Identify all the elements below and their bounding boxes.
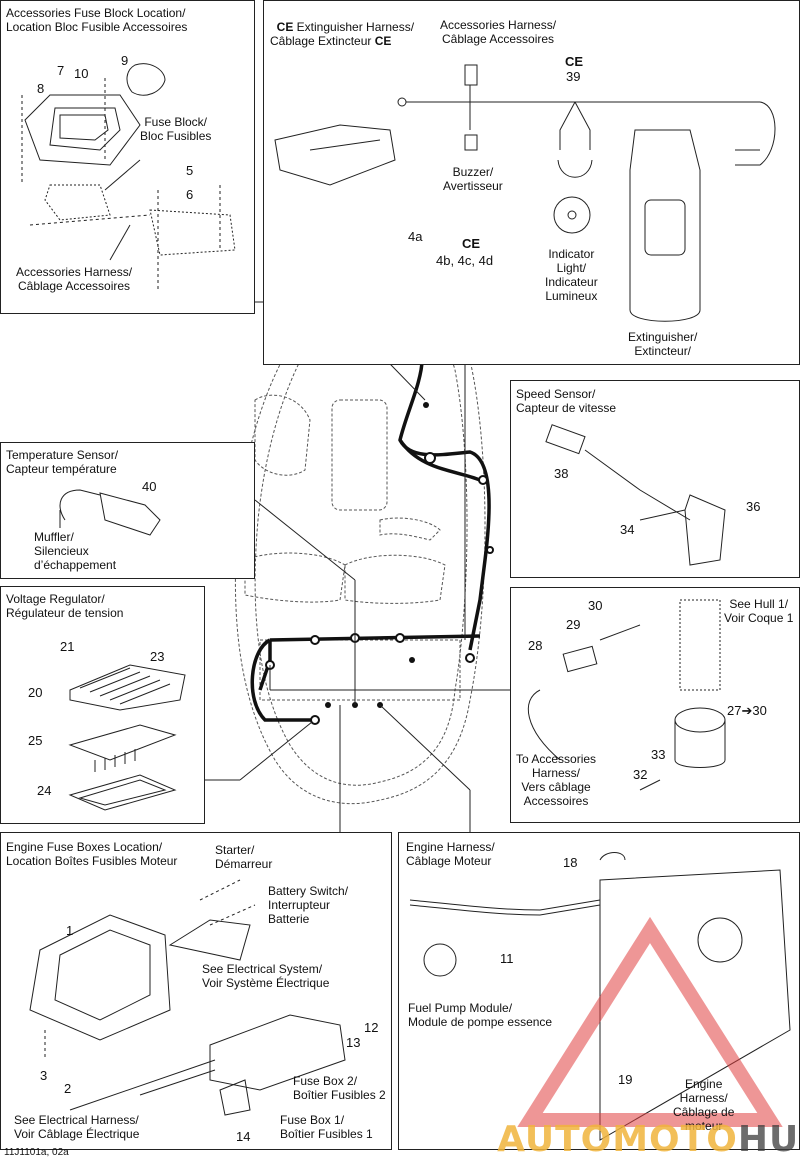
ce-accessories-harness-label: Accessories Harness/ Câblage Accessoires	[440, 18, 557, 46]
callout-7: 7	[57, 63, 65, 78]
callout-36: 36	[746, 499, 761, 514]
temperature-sensor-title: Temperature Sensor/ Capteur température	[6, 448, 119, 476]
hull-outline	[234, 278, 486, 805]
callout-10: 10	[74, 66, 89, 81]
indicator-light-label: Indicator Light/ Indicateur Lumineux	[545, 247, 598, 303]
fuse-block-label: Fuse Block/ Bloc Fusibles	[140, 115, 212, 143]
ce-mark-2: CE	[374, 34, 392, 48]
callout-28: 28	[528, 638, 543, 653]
callout-4a: 4a	[408, 229, 423, 244]
callout-6: 6	[186, 187, 194, 202]
panel-accessories-connector	[510, 587, 800, 823]
callout-13: 13	[346, 1035, 361, 1050]
callout-20: 20	[28, 685, 43, 700]
callout-40: 40	[142, 479, 157, 494]
panel-engine-harness	[398, 832, 800, 1150]
figure-code: 11J1101a, 02a	[4, 1147, 69, 1158]
engine-harness-title: Engine Harness/ Câblage Moteur	[406, 840, 495, 868]
watermark-part1: AUTOMOTO	[497, 1119, 738, 1160]
callout-1: 1	[66, 923, 74, 938]
callout-9: 9	[121, 53, 129, 68]
callout-30: 30	[588, 598, 603, 613]
callout-33: 33	[651, 747, 666, 762]
callout-12: 12	[364, 1020, 379, 1035]
ce-title-line1: Extinguisher Harness/	[293, 20, 415, 34]
harness-dots	[325, 402, 429, 708]
ce-tag-39: CE	[565, 54, 584, 69]
see-electrical-harness-label: See Electrical Harness/ Voir Câblage Éle…	[14, 1113, 140, 1141]
engine-harness-label: Engine Harness/ Câblage de moteur	[673, 1077, 735, 1133]
see-hull-label: See Hull 1/ Voir Coque 1	[724, 597, 794, 625]
voltage-regulator-title: Voltage Regulator/ Régulateur de tension	[6, 592, 124, 620]
watermark-logo: AUTOMOTOHUB	[470, 1078, 800, 1160]
callout-3: 3	[40, 1068, 48, 1083]
fuel-pump-label: Fuel Pump Module/ Module de pompe essenc…	[408, 1001, 553, 1029]
panel-ce-extinguisher	[263, 0, 800, 365]
buzzer-label: Buzzer/ Avertisseur	[443, 165, 503, 193]
callout-32: 32	[633, 767, 648, 782]
callout-19: 19	[618, 1072, 633, 1087]
speed-sensor-title: Speed Sensor/ Capteur de vitesse	[516, 387, 617, 415]
callout-29: 29	[566, 617, 581, 632]
panel-voltage-regulator	[0, 586, 205, 824]
accessories-harness-label: Accessories Harness/ Câblage Accessoires	[16, 265, 133, 293]
callout-25: 25	[28, 733, 43, 748]
watermark-part2: HUB	[737, 1119, 800, 1160]
battery-switch-label: Battery Switch/ Interrupteur Batterie	[268, 884, 349, 926]
callout-24: 24	[37, 783, 52, 798]
ce-mark: CE	[276, 20, 294, 34]
extinguisher-label: Extinguisher/ Extincteur/	[628, 330, 698, 358]
panel-speed-sensor	[510, 380, 800, 578]
callout-14: 14	[236, 1129, 251, 1144]
fuse-box-1-label: Fuse Box 1/ Boîtier Fusibles 1	[280, 1113, 373, 1141]
panel-engine-fuse-boxes	[0, 832, 392, 1150]
panel-accessories-fuse-block	[0, 0, 255, 314]
callout-23: 23	[150, 649, 165, 664]
fuse-box-2-label: Fuse Box 2/ Boîtier Fusibles 2	[293, 1074, 386, 1102]
starter-label: Starter/ Démarreur	[215, 843, 273, 871]
callout-8: 8	[37, 81, 45, 96]
engine-fuse-boxes-title: Engine Fuse Boxes Location/ Location Boî…	[6, 840, 178, 868]
muffler-label: Muffler/ Silencieux d’échappement	[34, 530, 117, 572]
callout-39: 39	[566, 69, 581, 84]
callout-21: 21	[60, 639, 75, 654]
callout-27-30: 27➔30	[727, 703, 767, 718]
ce-tag-4: CE	[462, 236, 481, 251]
leader-lines	[205, 279, 510, 832]
callout-2: 2	[64, 1081, 72, 1096]
callout-38: 38	[554, 466, 569, 481]
callout-34: 34	[620, 522, 635, 537]
accessories-fuse-block-title: Accessories Fuse Block Location/ Locatio…	[6, 6, 188, 34]
callout-11: 11	[500, 951, 514, 966]
callout-4bcd: 4b, 4c, 4d	[436, 253, 494, 268]
callout-18: 18	[563, 855, 578, 870]
callout-5: 5	[186, 163, 194, 178]
see-electrical-system-label: See Electrical System/ Voir Système Élec…	[202, 962, 330, 990]
ce-title-line2: Câblage Extincteur	[270, 34, 375, 48]
panel-temperature-sensor	[0, 442, 255, 579]
ce-extinguisher-title: CE Extinguisher Harness/Câblage Extincte…	[270, 6, 414, 48]
to-accessories-harness-label: To Accessories Harness/ Vers câblage Acc…	[516, 752, 597, 808]
